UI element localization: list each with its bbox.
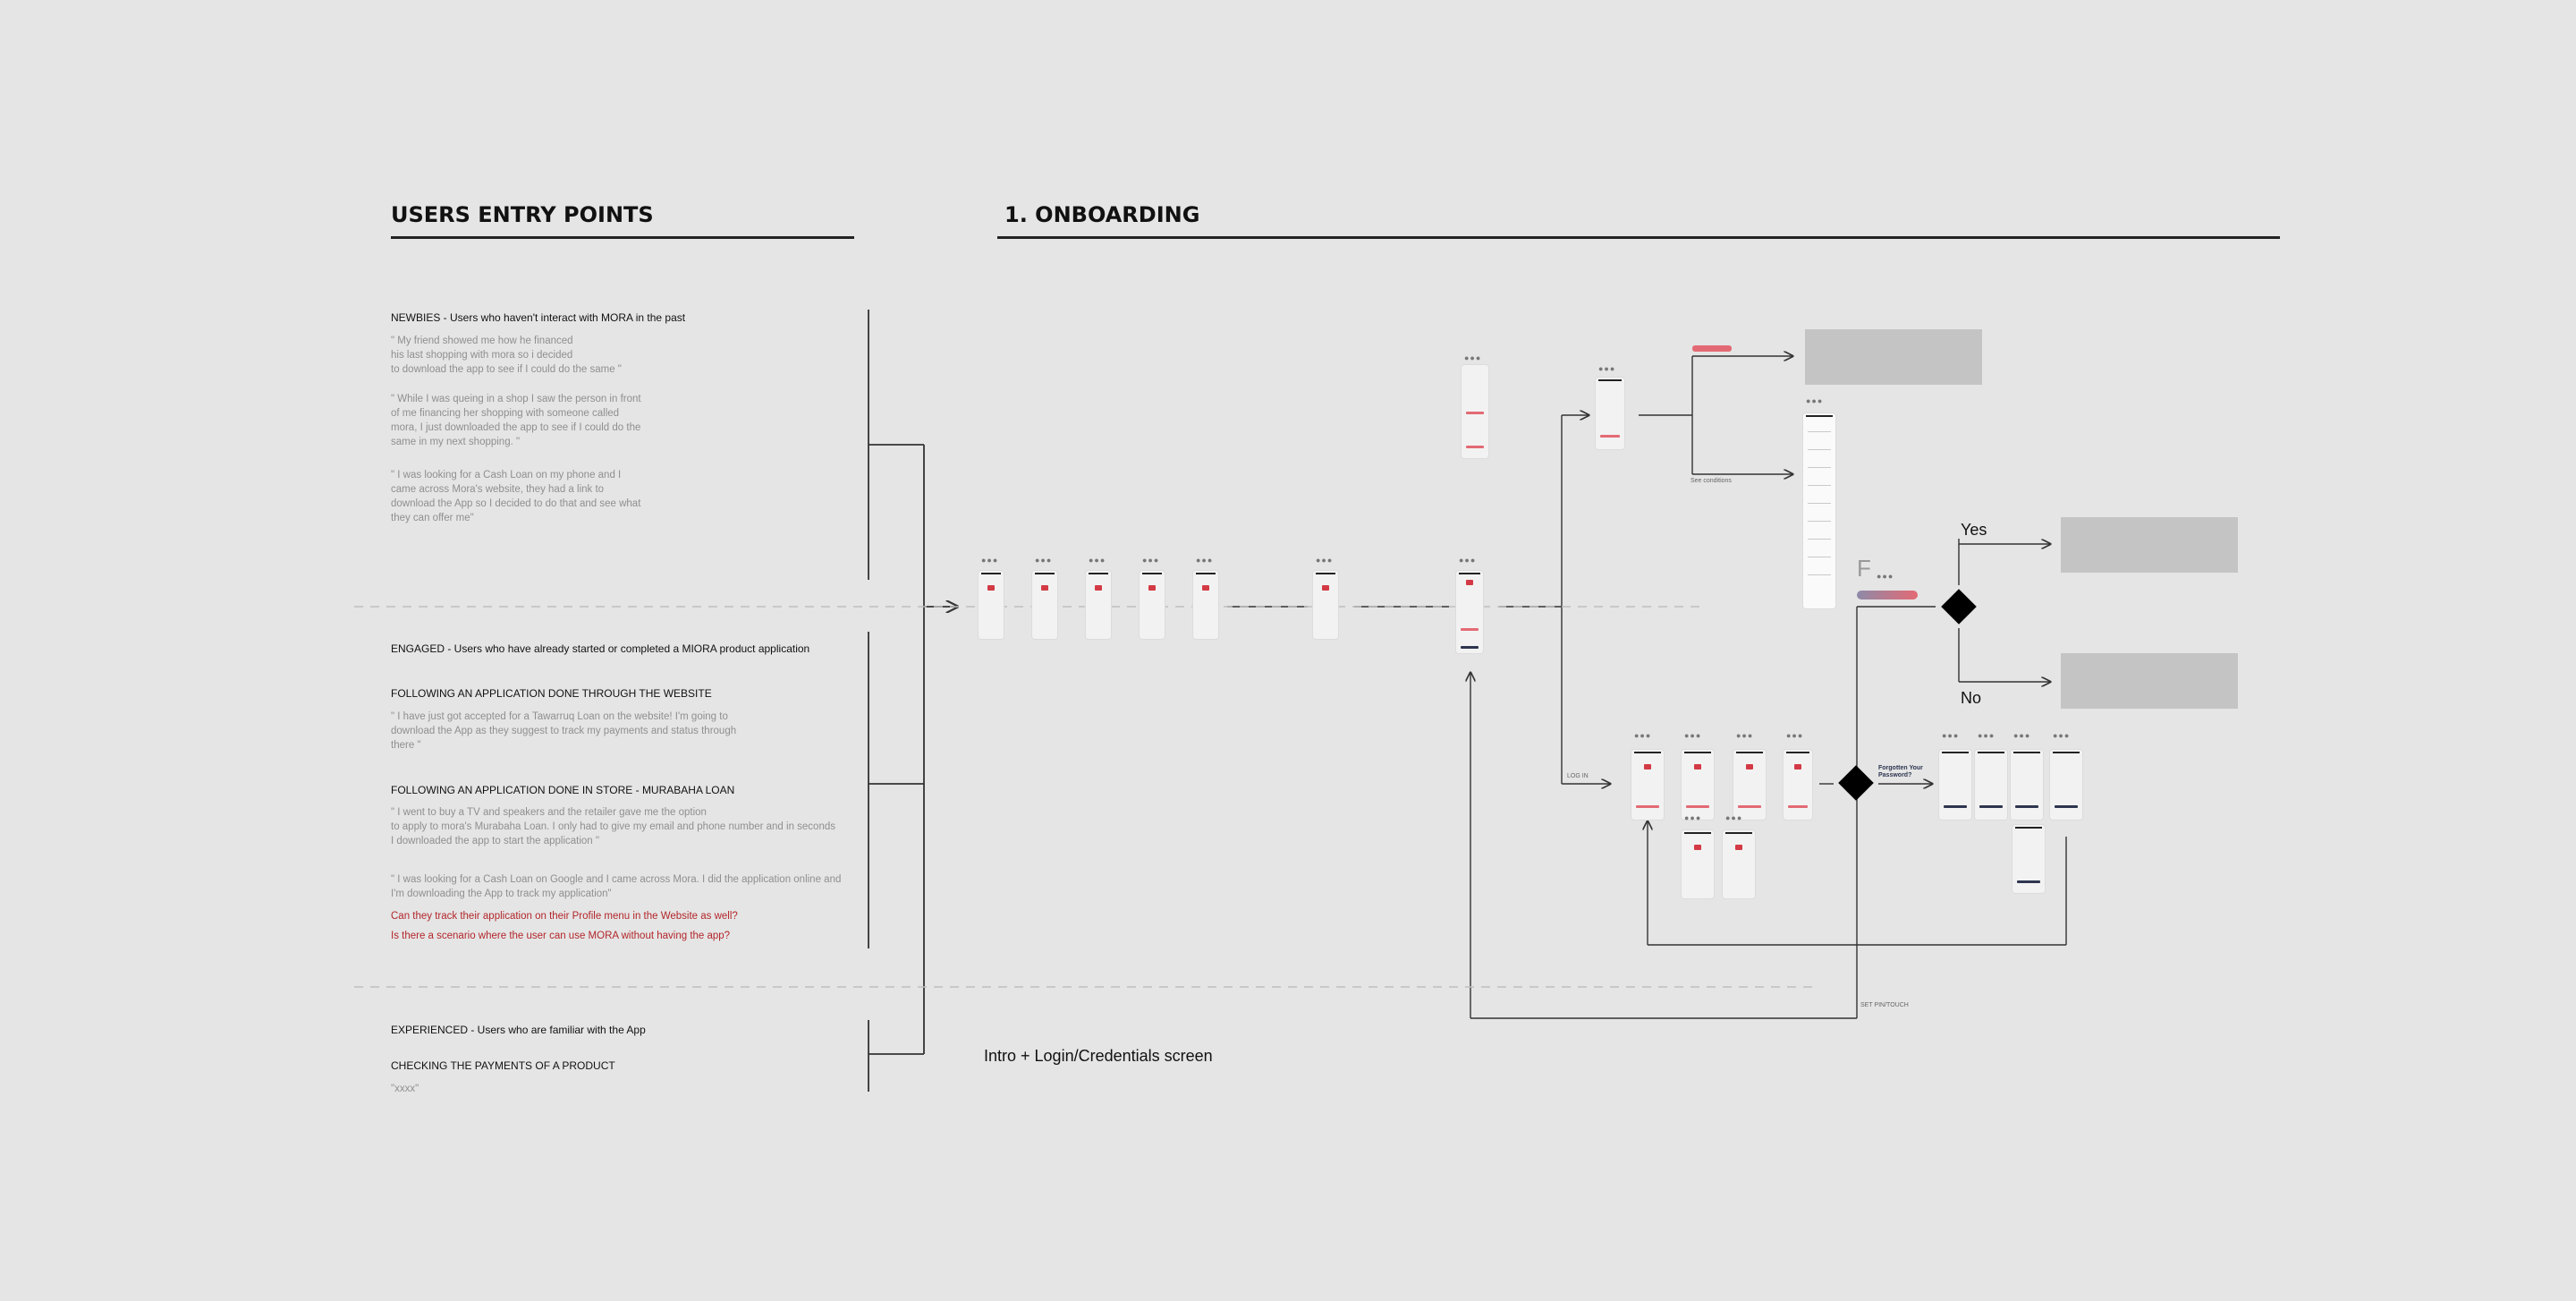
intro-screen-6[interactable]	[1313, 571, 1338, 639]
reset-screen-1[interactable]	[1939, 750, 1971, 820]
intro-caption: Intro + Login/Credentials screen	[984, 1047, 1213, 1065]
reset-screen-2[interactable]	[1975, 750, 2007, 820]
engaged-google-quote: " I was looking for a Cash Loan on Googl…	[391, 874, 842, 899]
onboarding-rule	[997, 236, 2280, 239]
engaged-website-title: FOLLOWING AN APPLICATION DONE THROUGH TH…	[391, 687, 712, 700]
no-label: No	[1961, 689, 1982, 707]
placeholder-box-no	[2061, 653, 2238, 709]
intro-screen-2[interactable]	[1032, 571, 1057, 639]
engaged-store-title: FOLLOWING AN APPLICATION DONE IN STORE -…	[391, 784, 735, 796]
engaged-question-2: Is there a scenario where the user can u…	[391, 931, 731, 941]
entry-points-rule	[391, 236, 854, 239]
intro-screen-3[interactable]	[1086, 571, 1111, 639]
experienced-quote: "xxxx"	[391, 1084, 419, 1094]
f-label: F	[1857, 555, 1871, 582]
decision-diamond-login	[1838, 765, 1874, 801]
reset-screen-5[interactable]	[2012, 825, 2045, 893]
newbies-quote-1: " My friend showed me how he financed hi…	[391, 336, 622, 375]
engaged-website-quote: " I have just got accepted for a Tawarru…	[391, 711, 737, 751]
entry-points-heading: USERS ENTRY POINTS	[391, 202, 654, 227]
engaged-question-1: Can they track their application on thei…	[391, 911, 738, 922]
reset-screen-3[interactable]	[2011, 750, 2043, 820]
welcome-screen[interactable]	[1462, 365, 1488, 458]
experienced-sub-title: CHECKING THE PAYMENTS OF A PRODUCT	[391, 1059, 615, 1072]
forgot-password-label[interactable]: Forgotten Your Password?	[1878, 765, 1923, 778]
log-in-label[interactable]: LOG IN	[1567, 773, 1589, 779]
conditions-long-screen[interactable]	[1803, 413, 1835, 608]
intro-screen-4[interactable]	[1140, 571, 1165, 639]
intro-screen-1[interactable]	[979, 571, 1004, 639]
login-screen-6[interactable]	[1723, 830, 1755, 898]
terms-screen[interactable]	[1596, 378, 1624, 449]
reset-screen-4[interactable]	[2050, 750, 2082, 820]
yes-label: Yes	[1961, 521, 1987, 539]
accept-chip[interactable]	[1692, 345, 1732, 352]
progress-bar	[1857, 591, 1918, 599]
login-screen-2[interactable]	[1682, 750, 1714, 820]
credentials-screen[interactable]	[1456, 571, 1483, 653]
set-pin-label[interactable]: SET PIN/TOUCH	[1860, 1002, 1909, 1008]
login-screen-4[interactable]	[1784, 750, 1812, 820]
engaged-title: ENGAGED - Users who have already started…	[391, 642, 810, 655]
login-screen-3[interactable]	[1733, 750, 1766, 820]
decision-diamond-top	[1941, 589, 1977, 625]
placeholder-box-yes	[2061, 517, 2238, 573]
login-screen-5[interactable]	[1682, 830, 1714, 898]
newbies-title: NEWBIES - Users who haven't interact wit…	[391, 311, 686, 324]
engaged-store-quote: " I went to buy a TV and speakers and th…	[391, 807, 835, 846]
experienced-title: EXPERIENCED - Users who are familiar wit…	[391, 1024, 646, 1036]
onboarding-heading: 1. ONBOARDING	[1004, 202, 1200, 227]
newbies-quote-3: " I was looking for a Cash Loan on my ph…	[391, 470, 641, 523]
newbies-quote-2: " While I was queing in a shop I saw the…	[391, 394, 641, 447]
placeholder-box-top	[1805, 329, 1982, 385]
intro-screen-5[interactable]	[1193, 571, 1218, 639]
see-conditions-label[interactable]: See conditions	[1690, 478, 1732, 484]
login-screen-1[interactable]	[1631, 750, 1664, 820]
